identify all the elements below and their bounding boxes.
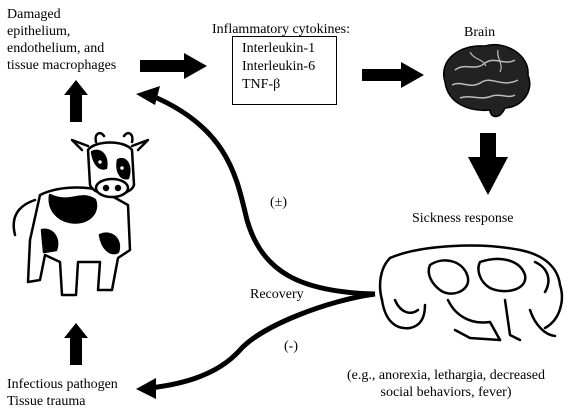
infection-line: Tissue trauma	[7, 393, 118, 410]
feedback-arrowhead-up	[136, 86, 160, 105]
sickness-response-description: (e.g., anorexia, lethargia, decreased so…	[322, 367, 570, 401]
feedback-arrows	[150, 95, 375, 388]
sickness-response-title: Sickness response	[412, 210, 514, 227]
cytokine-item: TNF-β	[242, 76, 336, 94]
arrow-to-cytokines	[140, 53, 207, 79]
damaged-line: Damaged	[7, 6, 116, 23]
damaged-line: tissue macrophages	[7, 57, 116, 74]
damaged-tissue-label: Damaged epithelium, endothelium, and tis…	[7, 6, 116, 74]
damaged-line: epithelium,	[7, 23, 116, 40]
brain-label: Brain	[464, 24, 495, 41]
feedback-arrowhead-down	[136, 378, 156, 399]
cytokines-box: Interleukin-1 Interleukin-6 TNF-β	[232, 36, 337, 105]
arrow-to-brain	[362, 62, 424, 88]
minus-label: (-)	[284, 338, 298, 355]
arrow-cow-to-damaged	[64, 80, 88, 122]
cytokine-item: Interleukin-1	[242, 40, 336, 58]
cow-lying-illustration	[380, 246, 562, 340]
infection-line: Infectious pathogen	[7, 376, 118, 393]
infection-label: Infectious pathogen Tissue trauma	[7, 376, 118, 410]
recovery-label: Recovery	[250, 286, 304, 303]
arrow-to-sickness	[468, 133, 508, 195]
cytokine-item: Interleukin-6	[242, 58, 336, 76]
plus-minus-label: (±)	[270, 194, 287, 211]
damaged-line: endothelium, and	[7, 40, 116, 57]
arrow-infection-to-cow	[64, 323, 88, 365]
brain-illustration	[444, 45, 530, 117]
cow-standing-illustration	[14, 133, 148, 295]
sickness-desc-line: (e.g., anorexia, lethargia, decreased	[322, 367, 570, 384]
sickness-desc-line: social behaviors, fever)	[322, 384, 570, 401]
